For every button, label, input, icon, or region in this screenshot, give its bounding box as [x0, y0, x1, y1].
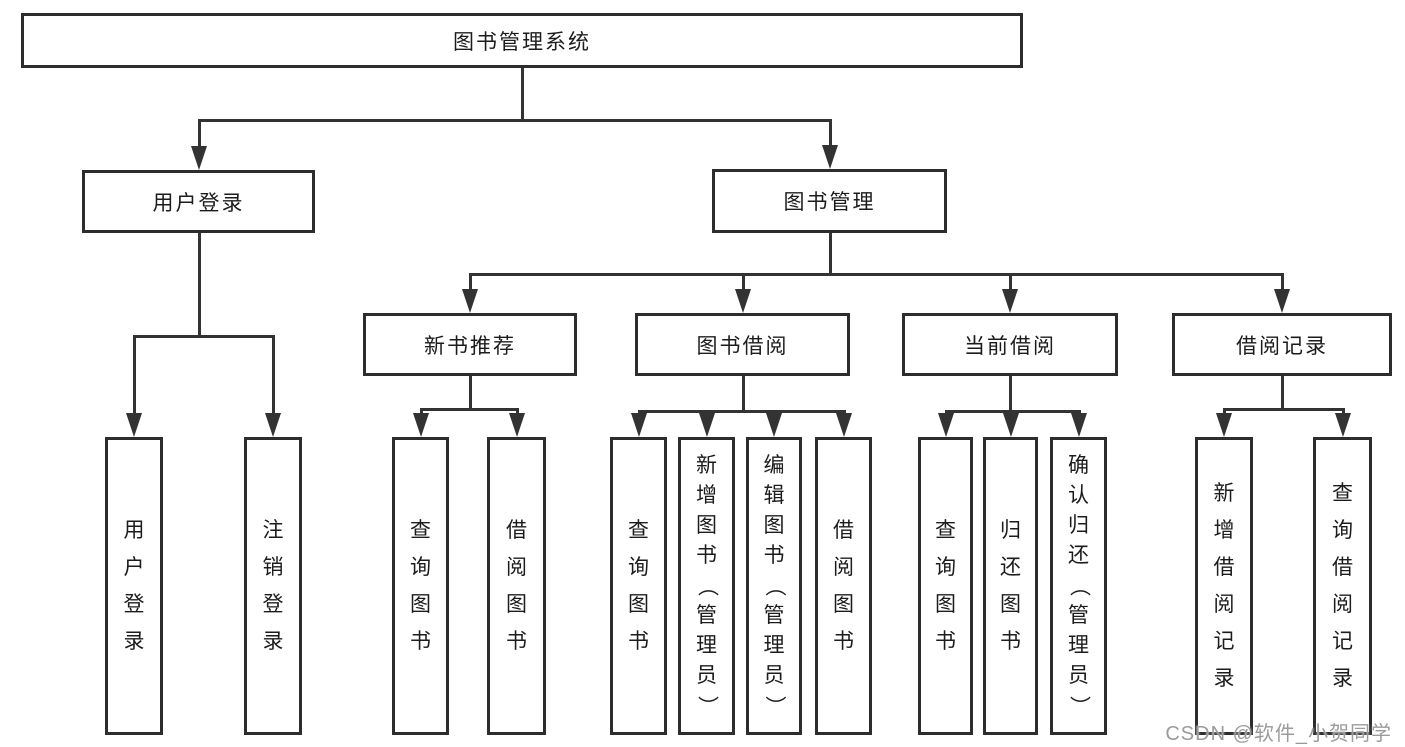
node-book-mgmt: 图书管理: [712, 169, 947, 233]
arrow-down-icon: [191, 146, 207, 170]
arrow-down-icon: [1003, 413, 1019, 437]
node-label: 图书借阅: [696, 334, 789, 358]
node-label: 归还图书: [1000, 519, 1021, 653]
connector-line: [469, 374, 472, 409]
node-label: 用户登录: [123, 519, 145, 653]
node-query-books-current: 查询图书: [918, 437, 973, 735]
connector-line: [1281, 273, 1284, 293]
connector-line: [1223, 408, 1345, 411]
connector-line: [420, 408, 519, 411]
node-edit-book-admin: 编辑图书（管理员）: [746, 437, 802, 735]
node-label: 查询图书: [410, 519, 431, 653]
arrow-down-icon: [1002, 289, 1018, 313]
node-label: 新书推荐: [424, 334, 516, 358]
arrow-down-icon: [1274, 289, 1290, 313]
node-label: 编辑图书（管理员）: [763, 454, 786, 717]
node-add-borrow-record: 新增借阅记录: [1195, 437, 1253, 735]
connector-line: [638, 410, 846, 413]
arrow-down-icon: [126, 413, 142, 437]
node-query-books-borrow: 查询图书: [610, 437, 667, 735]
arrow-down-icon: [699, 413, 715, 437]
arrow-down-icon: [1335, 413, 1351, 437]
connector-line: [1281, 374, 1284, 409]
arrow-down-icon: [938, 413, 954, 437]
connector-line: [521, 66, 524, 120]
connector-line: [1009, 273, 1012, 293]
node-label: 新增借阅记录: [1213, 482, 1235, 690]
csdn-watermark: CSDN @软件_小贺同学: [1165, 723, 1392, 745]
arrow-down-icon: [265, 413, 281, 437]
node-label: 当前借阅: [964, 334, 1056, 358]
node-add-book-admin: 新增图书（管理员）: [678, 437, 735, 735]
arrow-down-icon: [631, 413, 647, 437]
connector-line: [742, 374, 745, 411]
arrow-down-icon: [735, 289, 751, 313]
node-label: 新增图书（管理员）: [695, 454, 719, 717]
node-label: 图书管理: [783, 191, 876, 214]
node-user-login-leaf: 用户登录: [105, 437, 163, 735]
connector-line: [1342, 408, 1345, 417]
connector-line: [829, 231, 832, 274]
connector-line: [198, 231, 201, 336]
connector-line: [133, 335, 136, 417]
node-label: 确认归还（管理员）: [1067, 454, 1091, 717]
connector-line: [420, 408, 423, 417]
connector-line: [198, 119, 832, 122]
node-return-books: 归还图书: [983, 437, 1038, 735]
connector-line: [469, 273, 1284, 276]
connector-line: [1223, 408, 1226, 417]
node-label: 图书管理系统: [453, 30, 591, 54]
connector-line: [198, 119, 201, 150]
connector-line: [742, 273, 745, 293]
arrow-down-icon: [822, 145, 838, 169]
node-root: 图书管理系统: [21, 13, 1023, 68]
node-book-borrow: 图书借阅: [635, 313, 850, 376]
arrow-down-icon: [1071, 413, 1087, 437]
arrow-down-icon: [766, 413, 782, 437]
node-query-books-rec: 查询图书: [392, 437, 449, 735]
node-label: 注销登录: [262, 519, 284, 653]
arrow-down-icon: [462, 289, 478, 313]
node-borrow-books-rec: 借阅图书: [487, 437, 546, 735]
arrow-down-icon: [1216, 413, 1232, 437]
node-query-borrow-record: 查询借阅记录: [1313, 437, 1372, 735]
node-label: 借阅图书: [833, 519, 854, 653]
node-label: 用户登录: [152, 191, 245, 215]
node-confirm-return-admin: 确认归还（管理员）: [1050, 437, 1107, 735]
node-label: 查询图书: [935, 519, 956, 653]
connector-line: [133, 335, 275, 338]
node-label: 借阅图书: [506, 519, 527, 653]
node-borrow-records: 借阅记录: [1172, 313, 1392, 376]
arrow-down-icon: [836, 413, 852, 437]
node-logout-leaf: 注销登录: [244, 437, 302, 735]
node-user-login: 用户登录: [82, 170, 315, 233]
node-current-borrow: 当前借阅: [902, 313, 1118, 376]
connector-line: [945, 410, 1081, 413]
node-label: 借阅记录: [1236, 334, 1328, 358]
arrow-down-icon: [509, 413, 525, 437]
arrow-down-icon: [413, 413, 429, 437]
connector-line: [829, 119, 832, 149]
connector-line: [1009, 374, 1012, 411]
node-borrow-books-borrow: 借阅图书: [815, 437, 872, 735]
node-new-book-rec: 新书推荐: [363, 313, 577, 376]
node-label: 查询借阅记录: [1332, 482, 1353, 690]
connector-line: [516, 408, 519, 417]
connector-line: [469, 273, 472, 293]
node-label: 查询图书: [628, 519, 649, 653]
connector-line: [272, 335, 275, 417]
